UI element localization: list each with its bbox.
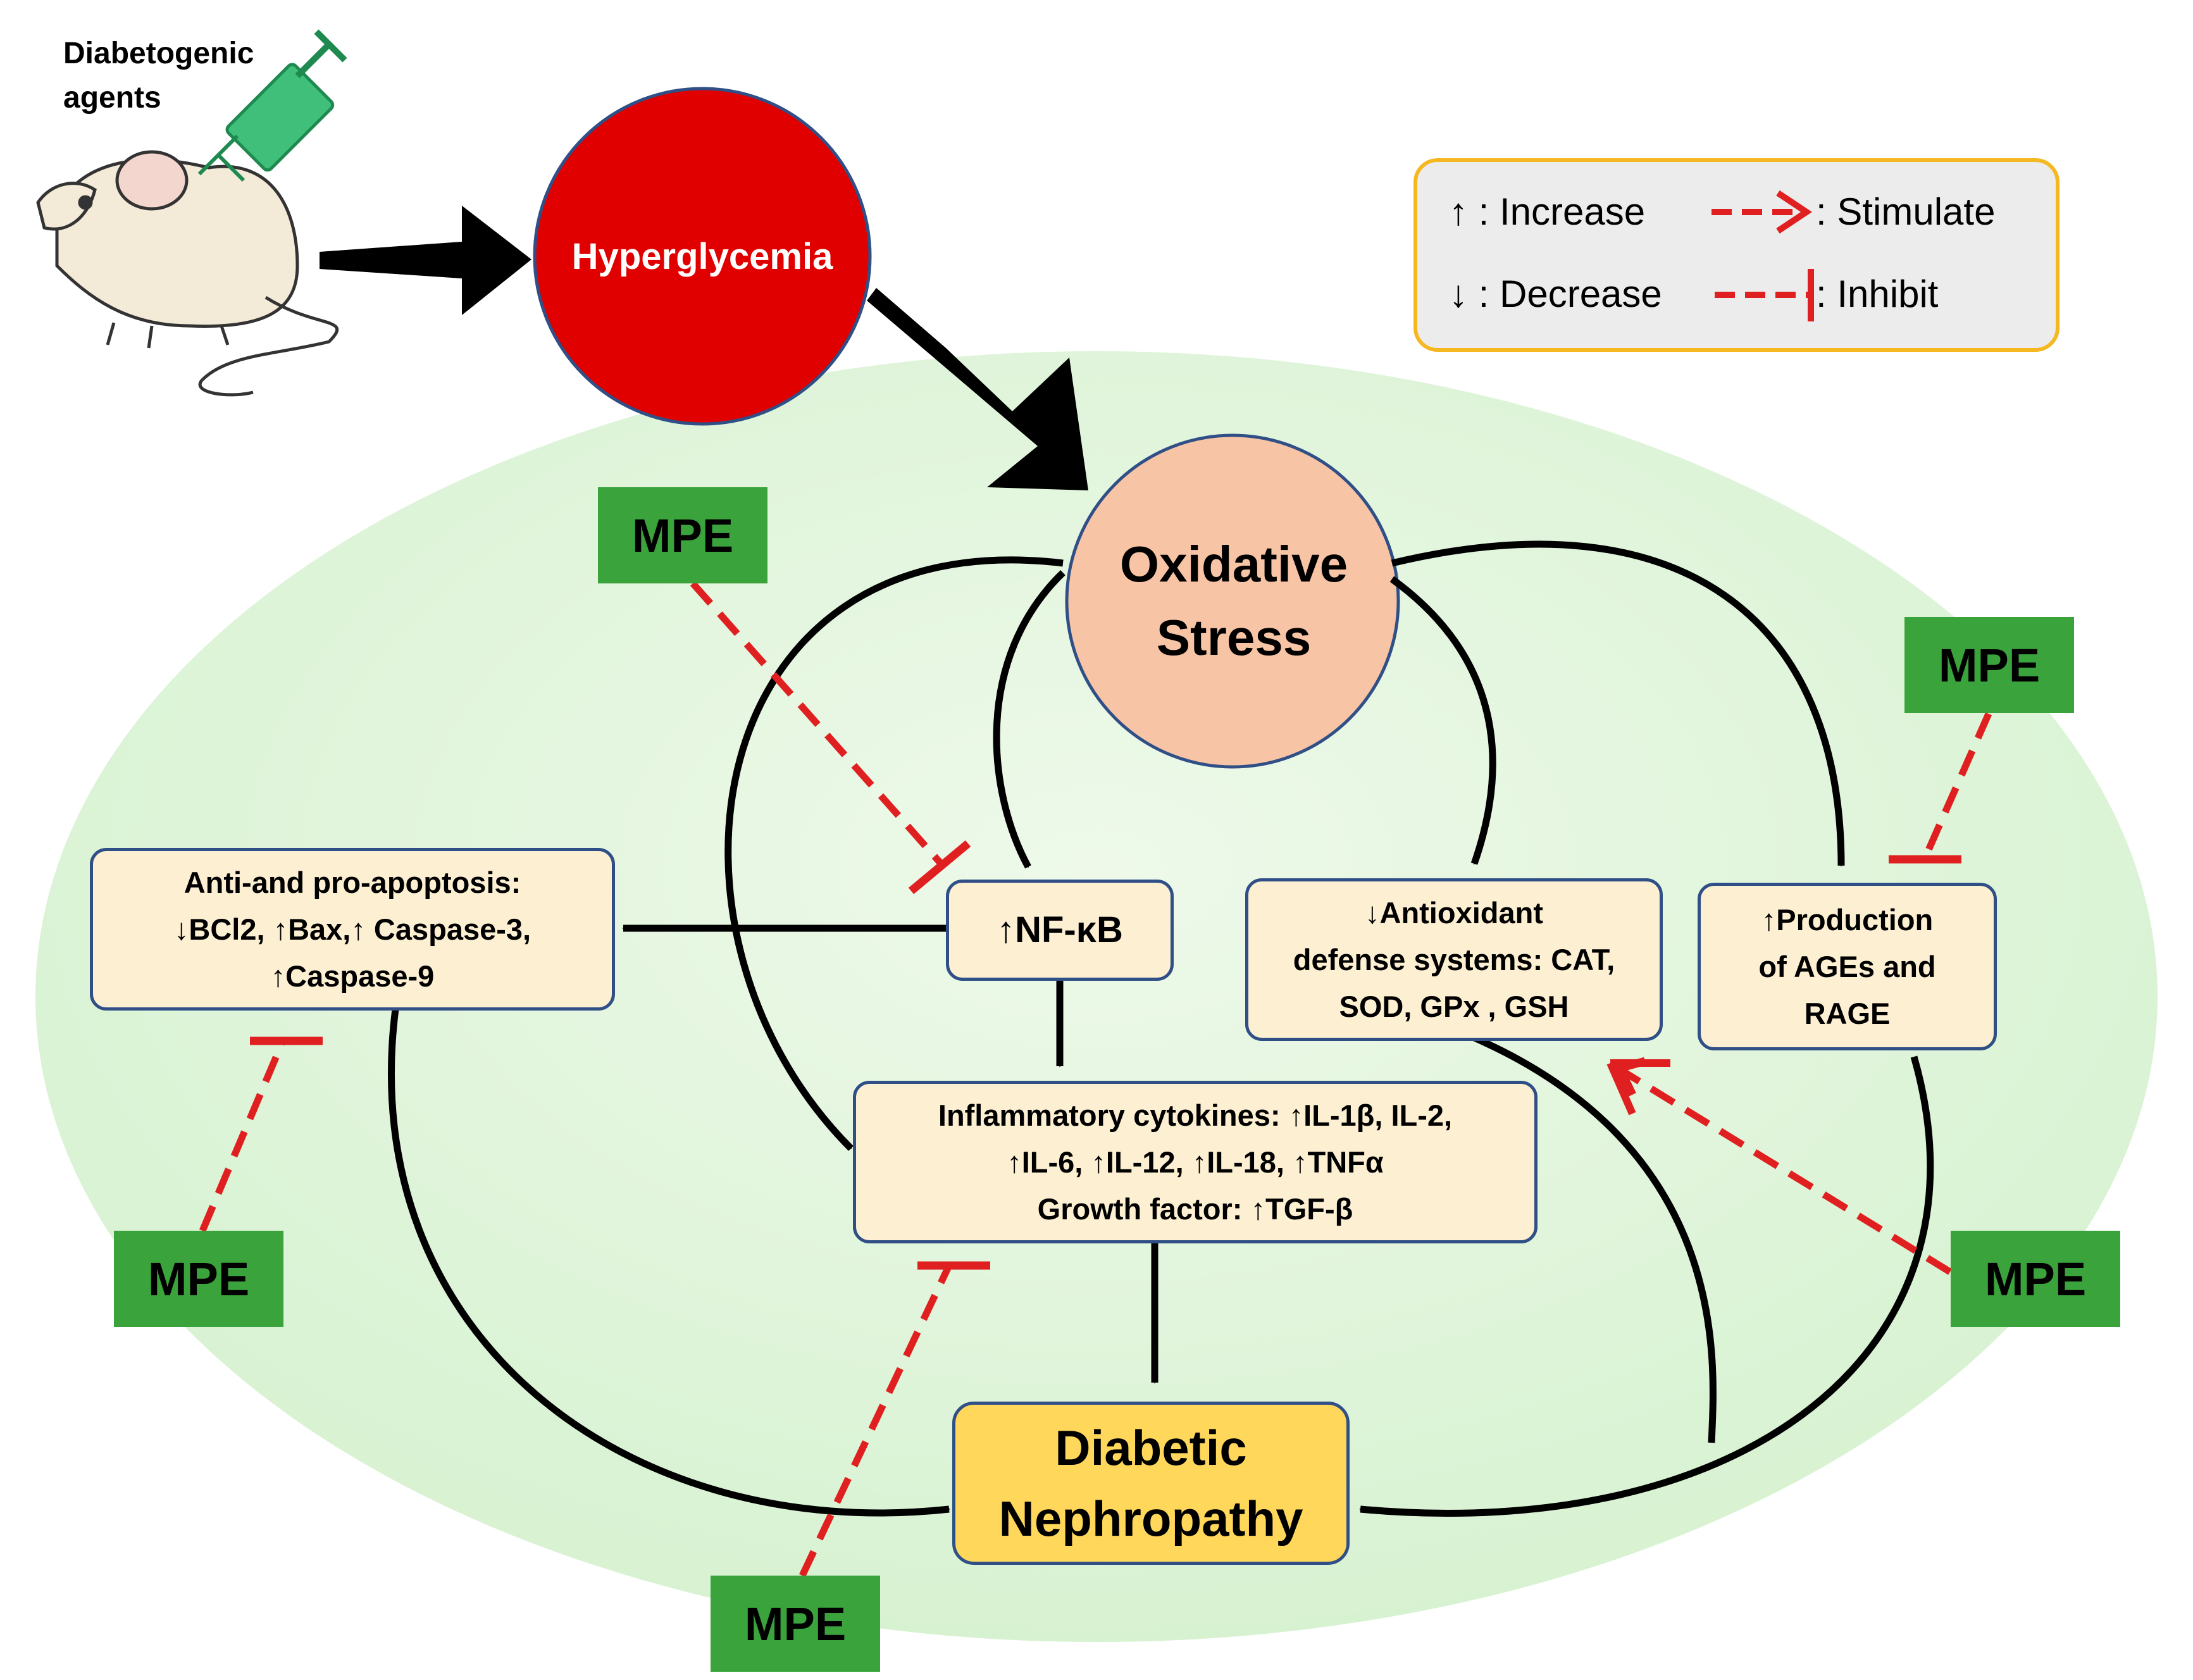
hyperglycemia-text: Hyperglycemia: [571, 235, 833, 277]
hyperglycemia-label: Hyperglycemia: [535, 228, 870, 285]
ages-box: ↑Production of AGEs and RAGE: [1698, 883, 1997, 1050]
mpe-box-nfkb: MPE: [598, 487, 767, 583]
legend-box: [1413, 158, 2059, 352]
arrow-ages-to-nephropathy: [1359, 1055, 1934, 1517]
legend-inhibit: : Inhibit: [1816, 273, 1939, 315]
nfkb-box: ↑NF-κB: [946, 880, 1174, 981]
mpe-box-cytokines: MPE: [711, 1576, 880, 1672]
diabetic-nephropathy-box: Diabetic Nephropathy: [952, 1402, 1350, 1565]
cytokines-line3: Growth factor: ↑TGF-β: [1037, 1192, 1353, 1226]
hyperglycemia-node: [533, 87, 872, 426]
legend-stimulate-head: [1776, 190, 1813, 234]
ages-line2: of AGEs and: [1758, 949, 1936, 983]
source-label-line2: agents: [63, 81, 161, 115]
source-label: Diabetogenic agents: [63, 32, 254, 120]
antioxidant-line1: ↓Antioxidant: [1365, 895, 1543, 930]
legend-decrease: ↓ : Decrease: [1449, 273, 1662, 315]
antioxidant-line2: defense systems: CAT,: [1293, 942, 1615, 976]
oxidative-line1: Oxidative: [1119, 536, 1348, 592]
cell-ellipse: [35, 351, 2158, 1642]
ages-line3: RAGE: [1804, 996, 1891, 1030]
nephropathy-line1: Diabetic: [1055, 1420, 1247, 1476]
mouse-illustration: [36, 150, 339, 397]
arrow-mouse-to-hyperglycemia: [320, 206, 531, 315]
apoptosis-line1: Anti-and pro-apoptosis:: [183, 865, 521, 899]
source-label-line1: Diabetogenic: [63, 37, 254, 70]
inhibit-line-mpe-to-apoptosis: [199, 1042, 285, 1233]
mpe-label: MPE: [744, 1597, 847, 1650]
oxidative-stress-label: Oxidative Stress: [1069, 525, 1398, 677]
oxidative-stress-node: [1065, 433, 1400, 769]
apoptosis-line3: ↑Caspase-9: [270, 959, 435, 993]
legend-increase: ↑ : Increase: [1449, 190, 1646, 233]
inhibit-line-mpe-to-cytokines: [799, 1264, 952, 1577]
mpe-box-apoptosis: MPE: [114, 1231, 283, 1327]
stimulate-arrowhead-open: [1606, 1059, 1670, 1116]
arrow-os-to-cytokines: [724, 556, 1064, 1151]
mpe-box-antioxidant: MPE: [1951, 1231, 2120, 1327]
antioxidant-line3: SOD, GPx , GSH: [1339, 989, 1569, 1023]
inhibit-line-mpe-to-ages: [1923, 712, 1992, 856]
antioxidant-box: ↓Antioxidant defense systems: CAT, SOD, …: [1245, 878, 1663, 1041]
ages-line1: ↑Production: [1761, 902, 1934, 936]
arrow-os-to-ages: [1391, 540, 1845, 867]
oxidative-line2: Stress: [1156, 609, 1312, 666]
cytokines-line2: ↑IL-6, ↑IL-12, ↑IL-18, ↑TNFα: [1007, 1145, 1384, 1179]
mpe-label: MPE: [147, 1252, 250, 1305]
syringe-icon: [197, 29, 347, 182]
arrow-os-to-nfkb: [993, 570, 1065, 869]
arrow-os-to-antioxidant: [1389, 576, 1496, 865]
cytokines-line1: Inflammatory cytokines: ↑IL-1β, IL-2,: [938, 1098, 1453, 1132]
mpe-label: MPE: [631, 509, 734, 562]
legend-stimulate: : Stimulate: [1816, 190, 1996, 233]
inhibit-line-mpe-to-nfkb: [690, 581, 946, 868]
stimulate-line-mpe-to-antioxidant: [1618, 1066, 1952, 1275]
line-antioxidant-to-nephropathy: [1472, 1034, 1717, 1443]
mpe-label: MPE: [1938, 638, 2041, 692]
inhibit-bar-nfkb: [908, 840, 971, 894]
arrow-apoptosis-to-nephropathy: [388, 1009, 950, 1517]
mpe-label: MPE: [1984, 1252, 2087, 1305]
mpe-box-ages: MPE: [1904, 617, 2074, 713]
cytokines-box: Inflammatory cytokines: ↑IL-1β, IL-2, ↑I…: [853, 1081, 1538, 1243]
arrow-hyperglycemia-to-oxidative: [867, 288, 1088, 490]
nephropathy-line2: Nephropathy: [998, 1491, 1303, 1546]
apoptosis-line2: ↓BCl2, ↑Bax,↑ Caspase-3,: [173, 912, 531, 946]
apoptosis-box: Anti-and pro-apoptosis: ↓BCl2, ↑Bax,↑ Ca…: [90, 848, 615, 1011]
nfkb-text: ↑NF-κB: [997, 909, 1123, 950]
